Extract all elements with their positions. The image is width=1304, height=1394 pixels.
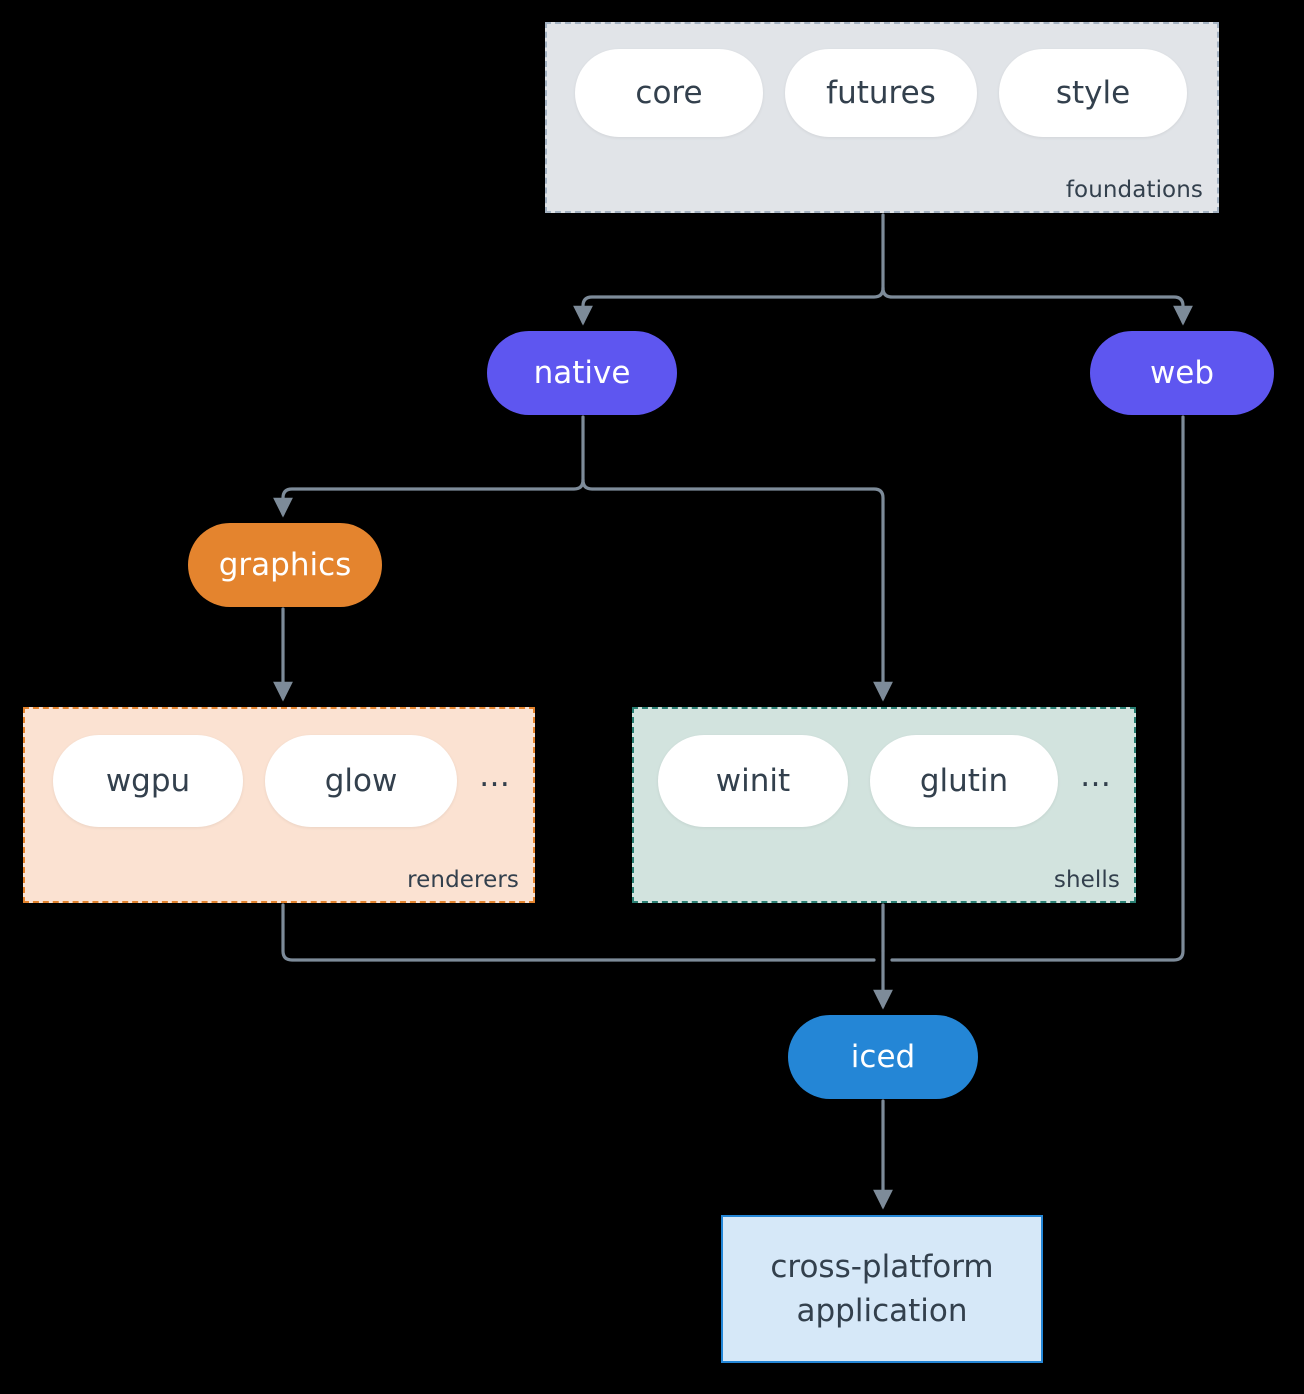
group-label-renderers: renderers bbox=[407, 867, 519, 893]
renderers-items: wgpu glow … bbox=[53, 735, 512, 827]
group-label-shells: shells bbox=[1053, 867, 1120, 893]
chip-core[interactable]: core bbox=[575, 49, 763, 137]
chip-winit[interactable]: winit bbox=[658, 735, 848, 827]
chip-futures[interactable]: futures bbox=[785, 49, 977, 137]
application-label-line2: application bbox=[796, 1293, 968, 1329]
group-shells: winit glutin … shells bbox=[632, 707, 1136, 903]
node-iced[interactable]: iced bbox=[788, 1015, 978, 1099]
chip-style[interactable]: style bbox=[999, 49, 1187, 137]
edge-foundations-to-native bbox=[573, 286, 885, 326]
group-renderers: wgpu glow … renderers bbox=[23, 707, 535, 903]
edge-native-to-shells bbox=[581, 478, 893, 702]
foundations-items: core futures style bbox=[575, 49, 1187, 137]
node-native[interactable]: native bbox=[487, 331, 677, 415]
edge-renderers-to-iced bbox=[281, 903, 876, 962]
node-web[interactable]: web bbox=[1090, 331, 1274, 415]
chip-wgpu[interactable]: wgpu bbox=[53, 735, 243, 827]
group-foundations: core futures style foundations bbox=[545, 22, 1219, 213]
chip-glow[interactable]: glow bbox=[265, 735, 457, 827]
shells-ellipsis: … bbox=[1080, 758, 1113, 794]
chip-glutin[interactable]: glutin bbox=[870, 735, 1058, 827]
node-graphics[interactable]: graphics bbox=[188, 523, 382, 607]
shells-items: winit glutin … bbox=[658, 735, 1113, 827]
edge-foundations-to-web bbox=[881, 286, 1193, 326]
renderers-ellipsis: … bbox=[479, 758, 512, 794]
group-label-foundations: foundations bbox=[1065, 177, 1203, 203]
application-label-line1: cross-platform bbox=[770, 1248, 994, 1285]
node-application[interactable]: cross-platform application bbox=[721, 1215, 1043, 1363]
edge-native-to-graphics bbox=[273, 478, 585, 518]
